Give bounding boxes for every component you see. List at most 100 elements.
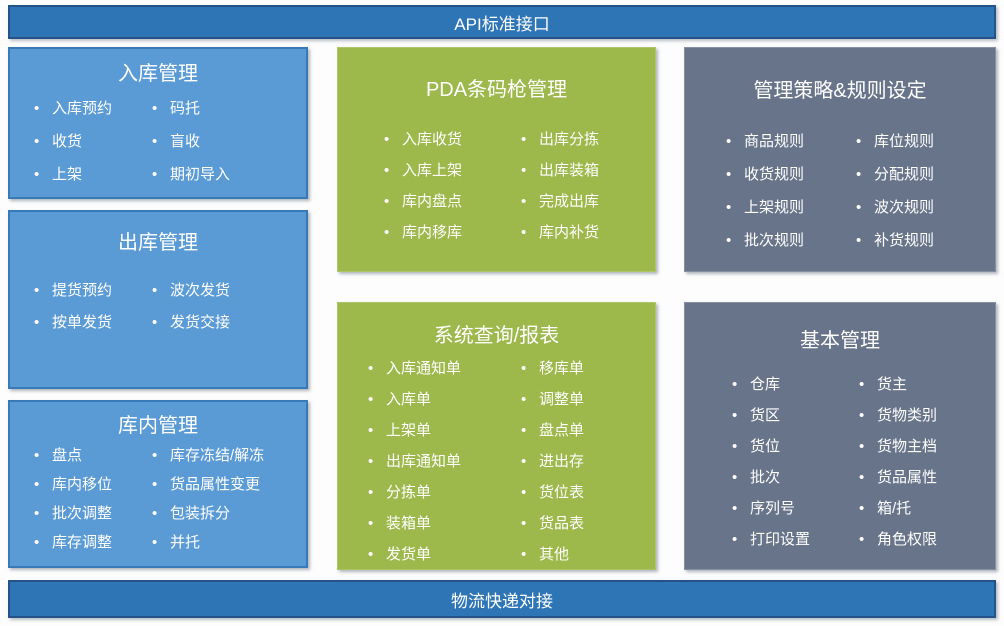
list-item: 入库收货 xyxy=(384,131,521,148)
item-label: 盘点 xyxy=(52,447,83,464)
bullet-icon xyxy=(34,476,52,493)
list-item: 货品属性 xyxy=(859,469,937,486)
item-label: 入库收货 xyxy=(402,131,463,148)
item-label: 盲收 xyxy=(170,133,201,150)
bullet-icon xyxy=(152,447,170,464)
item-label: 库内移位 xyxy=(52,476,113,493)
item-list: 入库预约 收货 上架 码托 盲收 期初导入 xyxy=(10,100,306,183)
bullet-icon xyxy=(732,531,750,548)
panel-title: 库内管理 xyxy=(118,415,198,437)
list-item: 盲收 xyxy=(152,133,230,150)
bullet-icon xyxy=(726,199,744,216)
item-column: 移库单 调整单 盘点单 进出存 货位表 货品表 其他 xyxy=(521,360,584,563)
bullet-icon xyxy=(34,166,52,183)
item-label: 批次调整 xyxy=(52,505,113,522)
item-label: 分拣单 xyxy=(386,484,432,501)
list-item: 库位规则 xyxy=(856,133,934,150)
list-item: 出库装箱 xyxy=(521,162,599,179)
list-item: 打印设置 xyxy=(732,531,859,548)
list-item: 库内移库 xyxy=(384,224,521,241)
item-label: 批次 xyxy=(750,469,781,486)
bullet-icon xyxy=(384,224,402,241)
bullet-icon xyxy=(521,162,539,179)
bullet-icon xyxy=(34,100,52,117)
item-label: 货区 xyxy=(750,407,781,424)
panel-title: 系统查询/报表 xyxy=(433,325,560,347)
bullet-icon xyxy=(726,232,744,249)
list-item: 货主 xyxy=(859,376,937,393)
item-label: 角色权限 xyxy=(877,531,938,548)
item-label: 货物主档 xyxy=(877,438,938,455)
item-label: 仓库 xyxy=(750,376,781,393)
item-list: 商品规则 收货规则 上架规则 批次规则 库位规则 分配规则 波次规则 补货规则 xyxy=(685,133,995,249)
item-label: 进出存 xyxy=(539,453,585,470)
panel-title: 出库管理 xyxy=(118,232,198,254)
list-item: 上架规则 xyxy=(726,199,856,216)
bullet-icon xyxy=(384,193,402,210)
item-label: 码托 xyxy=(170,100,201,117)
list-item: 库内盘点 xyxy=(384,193,521,210)
item-label: 发货单 xyxy=(386,546,432,563)
item-label: 库内补货 xyxy=(539,224,600,241)
item-label: 发货交接 xyxy=(170,314,231,331)
bullet-icon xyxy=(521,224,539,241)
item-label: 货物类别 xyxy=(877,407,938,424)
bullet-icon xyxy=(859,438,877,455)
bullet-icon xyxy=(368,515,386,532)
panel-warehouse-management: 库内管理 盘点 库内移位 批次调整 库存调整 库存冻结/解冻 货品属性变更 包装… xyxy=(8,400,308,568)
bullet-icon xyxy=(368,391,386,408)
item-label: 打印设置 xyxy=(750,531,811,548)
bullet-icon xyxy=(521,193,539,210)
bullet-icon xyxy=(152,314,170,331)
item-label: 货品属性变更 xyxy=(170,476,261,493)
list-item: 批次调整 xyxy=(34,505,152,522)
item-label: 分配规则 xyxy=(874,166,935,183)
item-column: 波次发货 发货交接 xyxy=(152,282,230,331)
bullet-icon xyxy=(152,534,170,551)
bullet-icon xyxy=(521,360,539,377)
list-item: 批次 xyxy=(732,469,859,486)
list-item: 批次规则 xyxy=(726,232,856,249)
bullet-icon xyxy=(732,376,750,393)
bullet-icon xyxy=(521,453,539,470)
item-list: 仓库 货区 货位 批次 序列号 打印设置 货主 货物类别 货物主档 货品属性 箱… xyxy=(685,376,995,548)
list-item: 入库通知单 xyxy=(368,360,521,377)
bullet-icon xyxy=(521,131,539,148)
bullet-icon xyxy=(732,500,750,517)
list-item: 货物主档 xyxy=(859,438,937,455)
item-label: 收货规则 xyxy=(744,166,805,183)
list-item: 码托 xyxy=(152,100,230,117)
bullet-icon xyxy=(856,232,874,249)
list-item: 库存冻结/解冻 xyxy=(152,447,264,464)
item-label: 波次发货 xyxy=(170,282,231,299)
list-item: 箱/托 xyxy=(859,500,937,517)
bullet-icon xyxy=(732,438,750,455)
list-item: 货区 xyxy=(732,407,859,424)
item-label: 期初导入 xyxy=(170,166,231,183)
list-item: 入库单 xyxy=(368,391,521,408)
item-column: 货主 货物类别 货物主档 货品属性 箱/托 角色权限 xyxy=(859,376,937,548)
list-item: 货位 xyxy=(732,438,859,455)
list-item: 发货交接 xyxy=(152,314,230,331)
panel-title: 入库管理 xyxy=(118,63,198,85)
item-label: 入库预约 xyxy=(52,100,113,117)
item-label: 盘点单 xyxy=(539,422,585,439)
item-label: 入库通知单 xyxy=(386,360,462,377)
item-column: 入库预约 收货 上架 xyxy=(34,100,152,183)
item-label: 完成出库 xyxy=(539,193,600,210)
item-label: 货品属性 xyxy=(877,469,938,486)
list-item: 入库上架 xyxy=(384,162,521,179)
bullet-icon xyxy=(726,166,744,183)
api-standard-interface-label: API标准接口 xyxy=(454,14,550,34)
panel-inbound-management: 入库管理 入库预约 收货 上架 码托 盲收 期初导入 xyxy=(8,47,308,199)
list-item: 提货预约 xyxy=(34,282,152,299)
list-item: 入库预约 xyxy=(34,100,152,117)
item-label: 商品规则 xyxy=(744,133,805,150)
item-label: 并托 xyxy=(170,534,201,551)
list-item: 库内补货 xyxy=(521,224,599,241)
item-label: 入库单 xyxy=(386,391,432,408)
list-item: 进出存 xyxy=(521,453,584,470)
panel-basic-management: 基本管理 仓库 货区 货位 批次 序列号 打印设置 货主 货物类别 货物主档 货… xyxy=(684,302,996,570)
bullet-icon xyxy=(859,376,877,393)
list-item: 货位表 xyxy=(521,484,584,501)
